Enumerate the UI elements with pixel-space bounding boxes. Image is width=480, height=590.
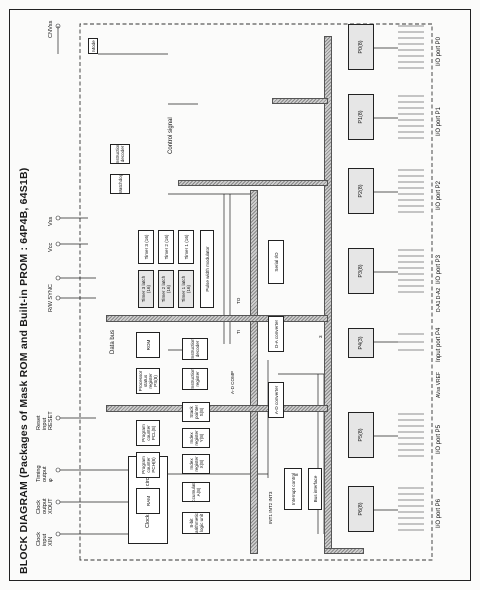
- data-bus-vertical: [106, 405, 328, 412]
- ti-label: TI: [236, 329, 241, 334]
- control-signal-label: Control signal: [168, 117, 174, 154]
- mode-block: Mode: [88, 38, 98, 54]
- port-block-p3: P3(8): [348, 248, 374, 294]
- ad-comp-label: A-D COMP: [230, 371, 235, 394]
- timer-1-latch: Timer 1 latch (16): [178, 270, 194, 308]
- data-bus-label: Data bus: [110, 329, 116, 354]
- rw-sync-label: R/W SYNC: [48, 284, 54, 312]
- vcc-label: Vcc: [48, 242, 54, 252]
- control-block-2: Instruction decoder: [110, 144, 130, 164]
- watchdog-block: Watchdog: [110, 174, 130, 194]
- program-counter-high: Program counter PCH(8): [136, 452, 160, 478]
- address-bus-horizontal: [250, 190, 258, 554]
- data-bus-horizontal: [324, 36, 332, 554]
- index-register-x: Index register X(8): [182, 454, 210, 474]
- wiring-layer: [55, 23, 433, 561]
- bus-width-3: 3: [318, 335, 323, 338]
- clock-input-label-3: XIN: [48, 536, 54, 546]
- stack-pointer: Stack pointer S(8): [182, 402, 210, 422]
- processor-status-register: Processor status register PS(8): [136, 368, 160, 394]
- port-block-p5: P5(8): [348, 412, 374, 458]
- port-label-p0: I/O port P0: [436, 36, 442, 66]
- rom-block: ROM: [136, 332, 160, 358]
- page-border: [9, 9, 471, 581]
- d-a-converter: D-A converter: [268, 316, 284, 352]
- timer-1: Timer 1 (16): [178, 230, 194, 264]
- bus-right-drop: [272, 98, 328, 104]
- instruction-decoder: Instruction decoder: [182, 338, 208, 360]
- to-label: TO: [236, 297, 241, 304]
- port-block-p6: P6(8): [348, 486, 374, 532]
- port-label-p1: I/O port P1: [436, 106, 442, 136]
- cnvss-label: CNVss: [48, 20, 54, 38]
- da-pins-label: D-A1 D-A2: [436, 287, 442, 312]
- timer-3: Timer 3 (16): [138, 230, 154, 264]
- port-label-p5: I/O port P5: [436, 424, 442, 454]
- bus-interface: Bus interface: [308, 468, 322, 510]
- interrupt-control: Interrupt control: [284, 468, 302, 510]
- pulse-width-modulator: Pulse width modulator: [200, 230, 214, 308]
- port-block-p1: P1(8): [348, 94, 374, 140]
- port-label-p3: I/O port P3: [436, 254, 442, 284]
- index-register-y: Index register Y(8): [182, 428, 210, 448]
- accumulator: Accumulator A(8): [182, 482, 210, 502]
- timing-output-label-3: φ: [48, 478, 54, 482]
- avss-vref-label: AVss VREF: [436, 371, 442, 398]
- timer-2: Timer 2 (16): [158, 230, 174, 264]
- a-d-converter: A-D converter: [268, 382, 284, 418]
- reset-label-3: RESET: [48, 411, 54, 430]
- port-block-p0: P0(8): [348, 24, 374, 70]
- bus-left-drop: [324, 548, 364, 554]
- clock-output-label-3: XOUT: [48, 498, 54, 514]
- port-label-p4: Input port P4: [436, 327, 442, 362]
- interrupt-pins-label: INT1 INT2 INT3: [268, 491, 273, 524]
- port-block-p2: P2(8): [348, 168, 374, 214]
- port-label-p2: I/O port P2: [436, 180, 442, 210]
- timer-3-latch: Timer 3 latch (16): [138, 270, 154, 308]
- serial-io: Serial I/O: [268, 240, 284, 284]
- port-block-p4: P4(3): [348, 328, 374, 358]
- port-label-p6: I/O port P6: [436, 498, 442, 528]
- timer-2-latch: Timer 2 latch (16): [158, 270, 174, 308]
- bus-width-8: 8: [294, 473, 299, 476]
- instruction-register: Instruction register: [182, 368, 208, 390]
- program-counter-low: Program counter PCL(8): [136, 420, 160, 446]
- bus-vertical-mid: [106, 315, 328, 322]
- bus-vertical-right: [178, 180, 328, 186]
- vss-label: Vss: [48, 216, 54, 226]
- arithmetic-logic-unit: 8-bit arithmetic logic unit: [182, 512, 210, 534]
- block-diagram: BLOCK DIAGRAM (Packages of Mask ROM and …: [18, 18, 464, 574]
- ram-block: RAM: [136, 488, 160, 514]
